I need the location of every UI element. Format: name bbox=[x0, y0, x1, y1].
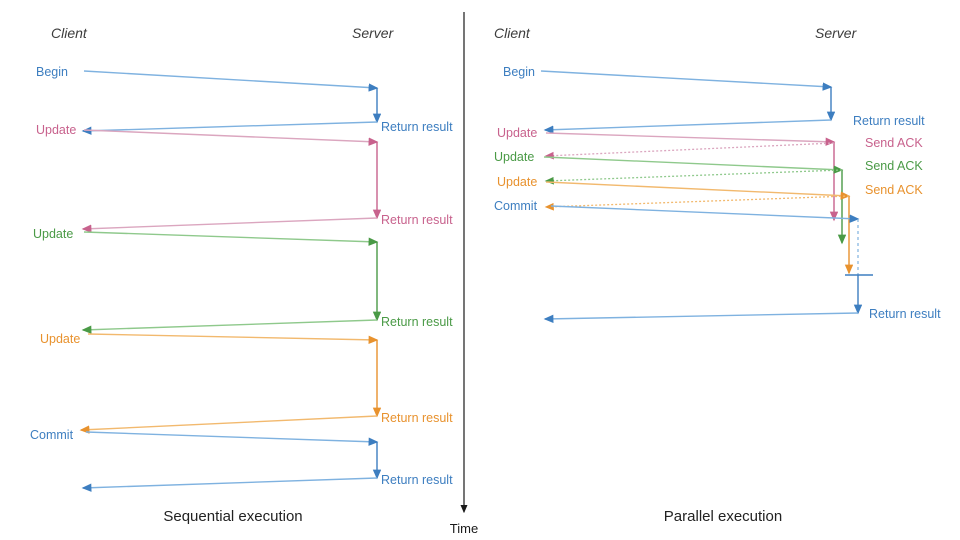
par-message-label-update-2: Update bbox=[497, 175, 537, 189]
par-message-label-update-1: Update bbox=[494, 150, 534, 164]
par-update-ack-arrow-1 bbox=[544, 169, 843, 185]
par-update-ack-arrow-0 bbox=[544, 142, 835, 160]
par-commit-request-arrow bbox=[550, 205, 860, 223]
par-message-label-update-0: Update bbox=[497, 126, 537, 140]
message-label-request-2: Update bbox=[33, 227, 73, 241]
message-label-reply-1: Return result bbox=[381, 213, 453, 227]
reply-arrow-2 bbox=[81, 319, 378, 334]
request-arrow-1 bbox=[83, 129, 379, 146]
par-message-label-commit-reply: Return result bbox=[869, 307, 941, 321]
time-axis-label: Time bbox=[450, 521, 478, 536]
message-label-reply-4: Return result bbox=[381, 473, 453, 487]
lane-label-server-sequential: Server bbox=[352, 25, 395, 41]
request-arrow-2 bbox=[83, 231, 379, 246]
panel-caption-parallel: Parallel execution bbox=[664, 508, 782, 525]
message-label-reply-0: Return result bbox=[381, 120, 453, 134]
par-commit-reply-arrow bbox=[543, 312, 859, 324]
par-update-request-arrow-2 bbox=[545, 181, 851, 200]
panel-caption-sequential: Sequential execution bbox=[163, 508, 302, 525]
request-arrow-0 bbox=[83, 70, 379, 92]
par-message-label-commit: Commit bbox=[494, 199, 538, 213]
request-arrow-4 bbox=[85, 431, 379, 446]
par-message-label-ack-1: Send ACK bbox=[865, 159, 923, 173]
request-arrow-3 bbox=[87, 333, 379, 345]
par-update-request-arrow-0 bbox=[545, 132, 836, 146]
par-message-label-ack-2: Send ACK bbox=[865, 183, 923, 197]
message-label-request-4: Commit bbox=[30, 428, 74, 442]
lane-label-client-parallel: Client bbox=[494, 25, 531, 41]
par-begin-request-arrow bbox=[540, 70, 833, 91]
message-label-request-0: Begin bbox=[36, 65, 68, 79]
message-label-request-3: Update bbox=[40, 332, 80, 346]
par-update-request-arrow-1 bbox=[543, 156, 844, 174]
par-message-label-begin-reply: Return result bbox=[853, 114, 925, 128]
lane-label-server-parallel: Server bbox=[815, 25, 858, 41]
par-message-label-begin: Begin bbox=[503, 65, 535, 79]
par-update-ack-arrow-2 bbox=[544, 195, 850, 211]
message-label-reply-2: Return result bbox=[381, 315, 453, 329]
reply-arrow-3 bbox=[79, 415, 378, 434]
message-label-reply-3: Return result bbox=[381, 411, 453, 425]
par-begin-reply-arrow bbox=[543, 119, 832, 134]
par-message-label-ack-0: Send ACK bbox=[865, 136, 923, 150]
lane-label-client-sequential: Client bbox=[51, 25, 88, 41]
reply-arrow-4 bbox=[81, 477, 378, 492]
reply-arrow-1 bbox=[81, 217, 378, 233]
reply-arrow-0 bbox=[81, 121, 378, 135]
message-label-request-1: Update bbox=[36, 123, 76, 137]
